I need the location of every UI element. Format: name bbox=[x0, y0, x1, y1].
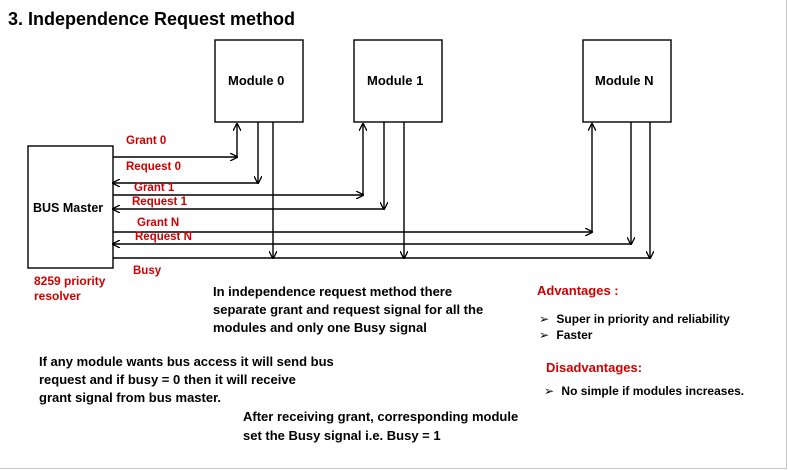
grant1-label: Grant 1 bbox=[134, 182, 175, 194]
resolver-line-1: 8259 priority bbox=[34, 274, 106, 288]
access-note-line-3: grant signal from bus master. bbox=[39, 390, 222, 405]
module-1-box bbox=[353, 39, 443, 123]
arrow-bullet-icon: ➢ bbox=[539, 312, 550, 326]
busy-label: Busy bbox=[133, 265, 162, 277]
disadvantages-heading: Disadvantages: bbox=[546, 360, 643, 375]
page-title: 3. Independence Request method bbox=[8, 9, 296, 29]
description-line-2: separate grant and request signal for al… bbox=[213, 302, 484, 317]
grant-note-line-2: set the Busy signal i.e. Busy = 1 bbox=[243, 428, 441, 443]
bus-master-label: BUS Master bbox=[33, 201, 104, 215]
disadvantage-item-1: ➢ No simple if modules increases. bbox=[544, 384, 744, 398]
module-n-label: Module N bbox=[595, 73, 654, 88]
module-0-label: Module 0 bbox=[228, 73, 285, 88]
request0-label: Request 0 bbox=[126, 161, 181, 173]
arrow-bullet-icon: ➢ bbox=[544, 384, 555, 398]
disadvantage-text-1: No simple if modules increases. bbox=[561, 384, 745, 398]
advantage-item-2: ➢ Faster bbox=[539, 328, 592, 342]
access-note-line-1: If any module wants bus access it will s… bbox=[39, 354, 334, 369]
module-0-box bbox=[214, 39, 304, 123]
advantage-item-1: ➢ Super in priority and reliability bbox=[539, 312, 730, 326]
module-1-label: Module 1 bbox=[367, 73, 424, 88]
requestN-label: Request N bbox=[135, 231, 192, 243]
description-line-1: In independence request method there bbox=[213, 284, 453, 299]
grant0-label: Grant 0 bbox=[126, 135, 167, 147]
arrow-bullet-icon: ➢ bbox=[539, 328, 550, 342]
grantN-label: Grant N bbox=[137, 217, 180, 229]
resolver-line-2: resolver bbox=[34, 289, 81, 303]
request1-label: Request 1 bbox=[132, 196, 187, 208]
module-n-box bbox=[582, 39, 672, 123]
advantages-heading: Advantages : bbox=[537, 283, 619, 298]
access-note-line-2: request and if busy = 0 then it will rec… bbox=[39, 372, 296, 387]
grant-note-line-1: After receiving grant, corresponding mod… bbox=[243, 409, 519, 424]
advantage-text-2: Faster bbox=[556, 328, 593, 342]
description-line-3: modules and only one Busy signal bbox=[213, 320, 427, 335]
advantage-text-1: Super in priority and reliability bbox=[556, 312, 730, 326]
